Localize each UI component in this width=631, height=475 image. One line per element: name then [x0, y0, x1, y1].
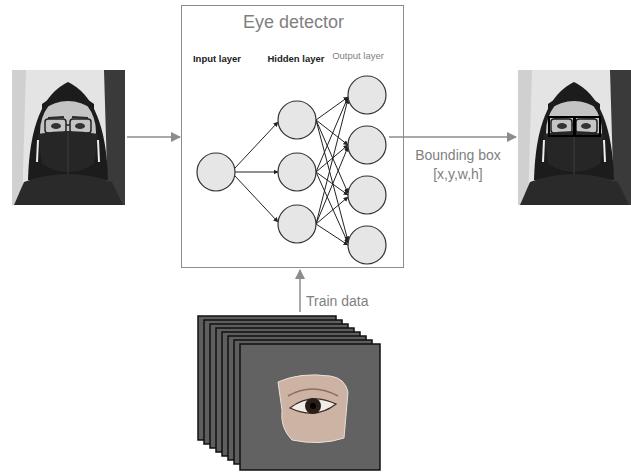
text-slot: Output layer [327, 50, 389, 61]
eye-bounding-box [549, 117, 574, 136]
text-slot: Input layer [182, 53, 252, 64]
input-arrow [127, 136, 180, 138]
box-title: Eye detector [182, 12, 405, 33]
input-photo [12, 70, 125, 205]
neuron [197, 76, 386, 264]
layer-label: Output layer [327, 50, 389, 61]
process-box: Eye detectorInput layer Hidden layerOutpu… [181, 5, 404, 268]
eye-bounding-box [575, 117, 600, 136]
output-photo [518, 70, 631, 205]
network-links [235, 97, 348, 245]
text-slot: Hidden layer [261, 53, 331, 64]
output-arrow [389, 136, 516, 138]
eye-patch [278, 375, 348, 443]
training-image-stack [198, 316, 380, 470]
text-slot: Eye detector [182, 12, 405, 33]
train-label: Train data [306, 292, 396, 311]
layer-label: Hidden layer [261, 53, 331, 64]
label-slot: Train data [306, 292, 396, 311]
layer-label: Input layer [182, 53, 252, 64]
output-label: Bounding box [x,y,w,h] [406, 146, 510, 184]
label-slot: Bounding box [x,y,w,h] [406, 146, 510, 184]
train-arrow [299, 270, 301, 312]
